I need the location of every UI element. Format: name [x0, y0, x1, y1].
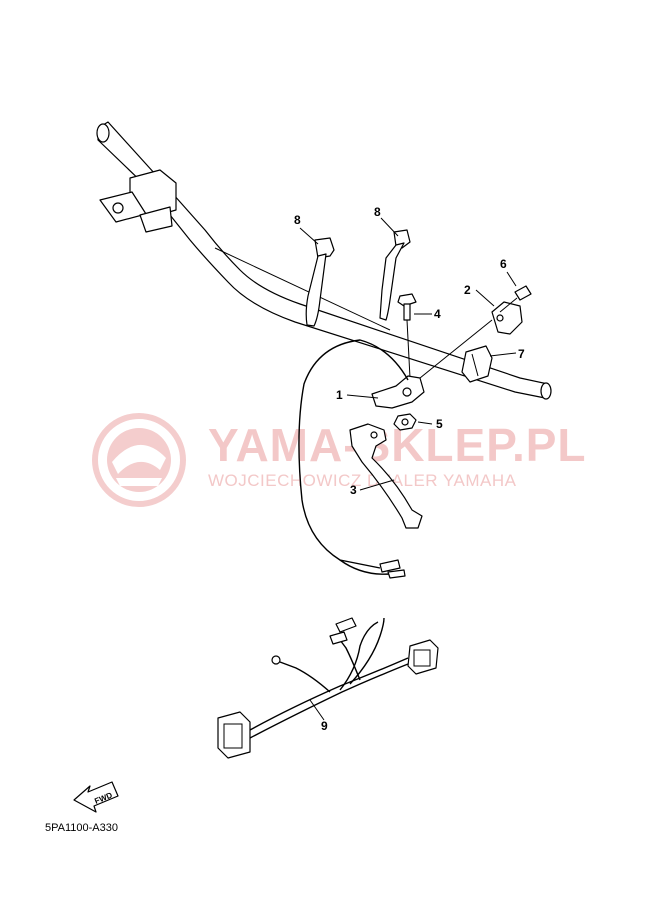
- callout-7: 7: [518, 347, 525, 361]
- callout-5: 5: [436, 417, 443, 431]
- lever-holder: [461, 345, 493, 383]
- cable-tie-right: [379, 229, 411, 321]
- diagram-code: 5PA1100-A330: [45, 822, 118, 834]
- handlebar: [96, 121, 552, 400]
- leader-lines: [299, 217, 517, 721]
- watermark-subtitle: WOJCIECHOWICZ DEALER YAMAHA: [208, 471, 517, 490]
- cable-tie-left: [305, 237, 335, 327]
- lever: [349, 423, 423, 529]
- callout-8-left: 8: [294, 213, 301, 227]
- watermark-logo: [92, 413, 186, 507]
- callout-8-right: 8: [374, 205, 381, 219]
- callout-3: 3: [350, 483, 357, 497]
- lever-bracket: [371, 319, 493, 409]
- switch-cable: [298, 339, 409, 579]
- bracket: [491, 301, 523, 335]
- forward-arrow-icon: FWD: [73, 781, 119, 813]
- screw: [499, 285, 532, 313]
- callout-1: 1: [336, 388, 343, 402]
- nut: [393, 413, 417, 431]
- wire-harness: [217, 617, 439, 759]
- bolt: [397, 293, 417, 321]
- watermark-title: YAMA-SKLEP.PL: [208, 419, 587, 471]
- callout-9: 9: [321, 719, 328, 733]
- callout-4: 4: [434, 307, 441, 321]
- callout-2: 2: [464, 283, 471, 297]
- handlebar-clamp-left: [99, 169, 177, 233]
- callout-6: 6: [500, 257, 507, 271]
